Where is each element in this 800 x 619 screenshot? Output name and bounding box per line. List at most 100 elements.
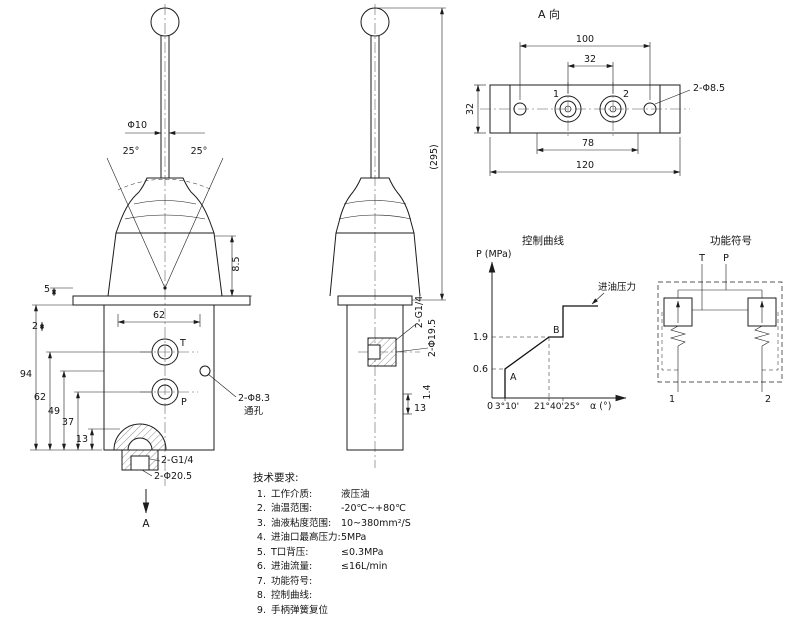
tech-item-4: 4. 进油口最高压力: 5MPa bbox=[257, 531, 366, 543]
xtick-0: 0 bbox=[487, 401, 493, 412]
control-curve-chart: 控制曲线 P (MPa) 进油压力 1.9 0.6 0 3°10' 21°40'… bbox=[473, 234, 636, 412]
tech-item-value: 10~380mm²/S bbox=[341, 518, 411, 529]
tech-item-value: ≤16L/min bbox=[341, 561, 387, 572]
tech-item-label: 油液粘度范围: bbox=[271, 517, 331, 529]
tech-item-5: 5. T口背压: ≤0.3MPa bbox=[257, 546, 383, 558]
tech-item-2: 2. 油温范围: -20℃~+80℃ bbox=[257, 502, 406, 514]
side-port-labels: 2-G1/4 2-Φ19.5 1.4 13 bbox=[395, 296, 438, 415]
port-T: T bbox=[140, 338, 198, 366]
top-view-title: A 向 bbox=[538, 7, 560, 21]
tech-item-value: 液压油 bbox=[341, 488, 370, 500]
bottom-port-section: 2-G1/4 2-Φ20.5 bbox=[113, 423, 193, 482]
symbol-title: 功能符号 bbox=[710, 234, 752, 247]
curve-x-axis-label: α (°) bbox=[590, 401, 611, 412]
dim-5-label: 5 bbox=[44, 284, 50, 295]
dim-62h-label: 62 bbox=[153, 310, 165, 321]
tech-item-num: 3. bbox=[257, 518, 266, 529]
boot-cap bbox=[107, 232, 223, 297]
dim-32-horizontal: 32 bbox=[567, 54, 614, 94]
tech-item-3: 3. 油液粘度范围: 10~380mm²/S bbox=[257, 517, 411, 529]
symbol-lines bbox=[677, 264, 763, 311]
mounting-flange bbox=[72, 295, 251, 306]
tech-item-num: 8. bbox=[257, 590, 266, 601]
tech-item-value: ≤0.3MPa bbox=[341, 547, 383, 558]
tech-item-label: 进油口最高压力: bbox=[271, 531, 341, 543]
tech-title: 技术要求: bbox=[253, 471, 299, 484]
lever-rod-side bbox=[370, 36, 380, 178]
tech-item-label: 手柄弹簧复位 bbox=[271, 604, 329, 616]
front-view: Φ10 25° 25° 62 bbox=[20, 4, 270, 530]
xtick-3: 25° bbox=[564, 402, 580, 412]
angle-left-label: 25° bbox=[123, 146, 140, 157]
tech-item-num: 9. bbox=[257, 605, 266, 616]
port-P: P bbox=[140, 378, 198, 408]
thread-label-front: 2-G1/4 bbox=[161, 455, 193, 466]
dim-32h-label: 32 bbox=[584, 54, 596, 65]
thread-label-side: 2-G1/4 bbox=[414, 296, 425, 328]
section-arrow-A: A bbox=[142, 489, 150, 530]
tech-item-num: 2. bbox=[257, 503, 266, 514]
top-view: A 向 1 2 100 32 bbox=[465, 7, 725, 176]
boot-cap-side bbox=[329, 232, 421, 297]
rod-diameter-label: Φ10 bbox=[127, 120, 147, 131]
tech-item-6: 6. 进油流量: ≤16L/min bbox=[257, 560, 388, 572]
tech-item-8: 8. 控制曲线: bbox=[257, 589, 312, 601]
lever-knob bbox=[150, 7, 180, 37]
inlet-pressure-label: 进油压力 bbox=[598, 281, 636, 293]
xtick-2: 21°40' bbox=[534, 402, 564, 412]
dim-8-5: 8.5 bbox=[214, 235, 252, 297]
top-port2-label: 2 bbox=[623, 89, 629, 100]
tech-item-label: 控制曲线: bbox=[271, 589, 312, 601]
tech-item-label: 进油流量: bbox=[271, 560, 312, 572]
mount-hole-left bbox=[513, 102, 527, 116]
section-A-label: A bbox=[142, 518, 150, 530]
rubber-boot-side bbox=[335, 177, 415, 234]
symbol-port1-label: 1 bbox=[669, 394, 675, 405]
top-port1-label: 1 bbox=[553, 89, 559, 100]
tech-item-label: 油温范围: bbox=[271, 502, 312, 514]
function-symbol: 功能符号 T P 1 2 bbox=[657, 234, 783, 405]
front-left-dimensions: 94 62 49 37 13 5 2 bbox=[20, 284, 152, 451]
side-port-section bbox=[358, 337, 420, 367]
tech-item-num: 5. bbox=[257, 547, 266, 558]
tech-item-label: T口背压: bbox=[270, 546, 309, 558]
dim-49-label: 49 bbox=[48, 406, 60, 417]
tech-item-label: 工作介质: bbox=[271, 488, 312, 500]
inlet-pressure-callout: 进油压力 bbox=[591, 281, 636, 305]
dim-94-label: 94 bbox=[20, 369, 32, 380]
dim-13-label: 13 bbox=[76, 434, 88, 445]
counterbore-label: 2-Φ20.5 bbox=[154, 471, 192, 482]
lever-knob-side bbox=[360, 7, 390, 37]
dim-295-label: (295) bbox=[429, 144, 440, 170]
curve-y-axis-label: P (MPa) bbox=[476, 249, 511, 260]
dim-120: 120 bbox=[489, 137, 681, 176]
curve-title: 控制曲线 bbox=[522, 234, 564, 247]
mount-hole-label: 2-Φ8.5 bbox=[693, 83, 725, 94]
tech-item-num: 7. bbox=[257, 576, 266, 587]
point-A-label: A bbox=[510, 372, 517, 383]
dim-100-label: 100 bbox=[576, 34, 594, 45]
swing-angle: 25° 25° bbox=[106, 146, 224, 290]
tech-item-label: 功能符号: bbox=[271, 575, 312, 587]
dim-32-vertical: 32 bbox=[465, 84, 486, 134]
top-port-1: 1 bbox=[553, 89, 582, 123]
dim-62v-label: 62 bbox=[34, 392, 46, 403]
port-P-label: P bbox=[181, 397, 187, 408]
symbol-enclosure bbox=[657, 281, 783, 383]
mount-hole-right bbox=[643, 102, 657, 116]
through-hole-label: 2-Φ8.3 bbox=[238, 393, 270, 404]
valve-body-side bbox=[346, 304, 404, 451]
dim-13-side-label: 13 bbox=[414, 403, 426, 414]
valve-right bbox=[747, 297, 779, 392]
through-hole-note: 通孔 bbox=[244, 406, 264, 417]
dim-32v-label: 32 bbox=[465, 103, 476, 115]
dim-78: 78 bbox=[536, 133, 639, 154]
ytick-06: 0.6 bbox=[473, 364, 488, 375]
port-T-label: T bbox=[179, 338, 186, 349]
xtick-1: 3°10' bbox=[495, 402, 519, 412]
curve-helpers bbox=[492, 336, 564, 401]
dim-62-horizontal: 62 bbox=[117, 310, 201, 327]
pressure-curve bbox=[504, 305, 598, 398]
